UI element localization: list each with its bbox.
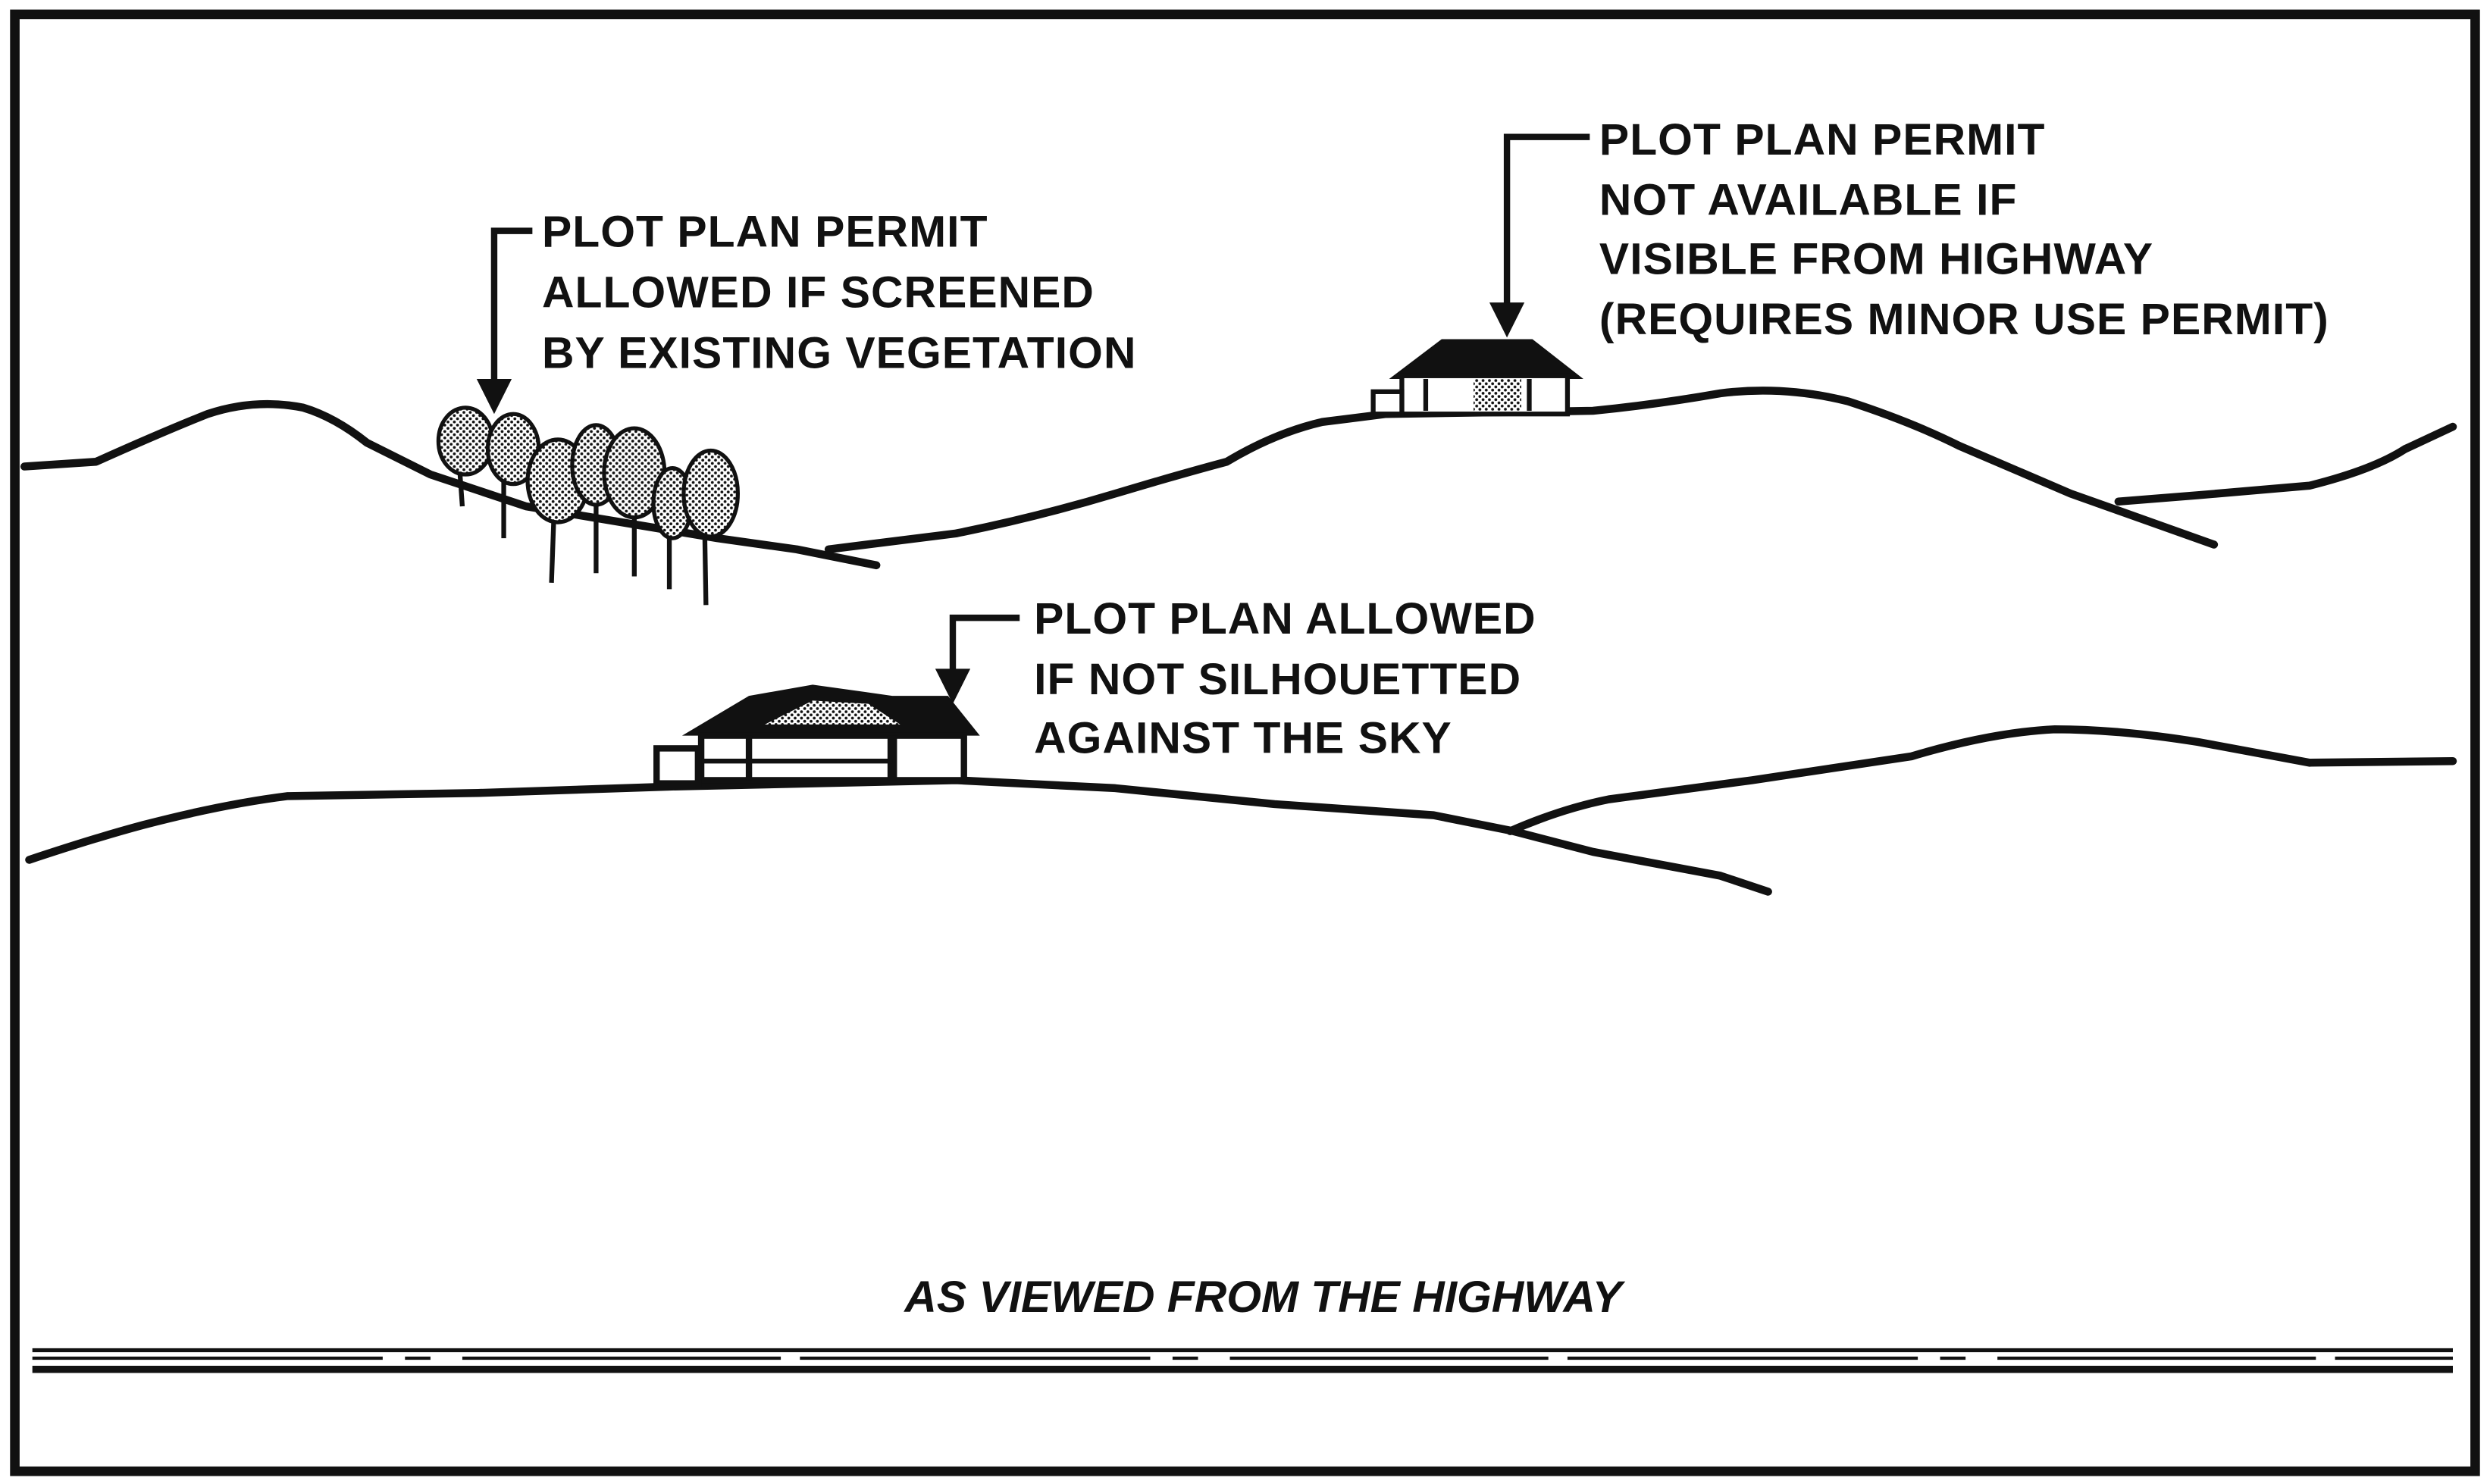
label-silhouette: PLOT PLAN ALLOWED IF NOT SILHOUETTED AGA… [1034,594,1536,763]
front-hill [25,776,1772,896]
back-middle-hill [824,387,2219,554]
highway [32,1348,2454,1373]
label-ridge: PLOT PLAN PERMIT NOT AVAILABLE IF VISIBL… [1599,115,2329,344]
label-vegetation: PLOT PLAN PERMIT ALLOWED IF SCREENED BY … [542,208,1137,378]
label-line: BY EXISTING VEGETATION [542,328,1137,377]
back-right-hill [2114,422,2457,506]
label-line: (REQUIRES MINOR USE PERMIT) [1599,295,2329,344]
hills [20,387,2457,896]
label-line: IF NOT SILHOUETTED [1034,655,1521,704]
frame-border [10,9,2480,1476]
front-house-icon [653,684,980,787]
caption: AS VIEWED FROM THE HIGHWAY [903,1273,1625,1322]
back-left-hill [20,399,881,570]
arrow-ridge-icon [1503,133,1590,311]
pointer-arrows [490,133,1590,677]
front-right-hill [1506,725,2457,835]
label-line: NOT AVAILABLE IF [1599,176,2018,225]
arrow-silhouette-icon [949,614,1020,677]
label-line: PLOT PLAN PERMIT [542,208,988,257]
ridge-house-icon [1370,339,1583,417]
label-line: PLOT PLAN ALLOWED [1034,594,1536,643]
trees [436,405,741,606]
label-line: ALLOWED IF SCREENED [542,268,1095,317]
label-line: PLOT PLAN PERMIT [1599,115,2046,164]
arrow-vegetation-icon [490,227,533,386]
label-line: VISIBLE FROM HIGHWAY [1599,234,2153,283]
label-line: AGAINST THE SKY [1034,714,1452,763]
